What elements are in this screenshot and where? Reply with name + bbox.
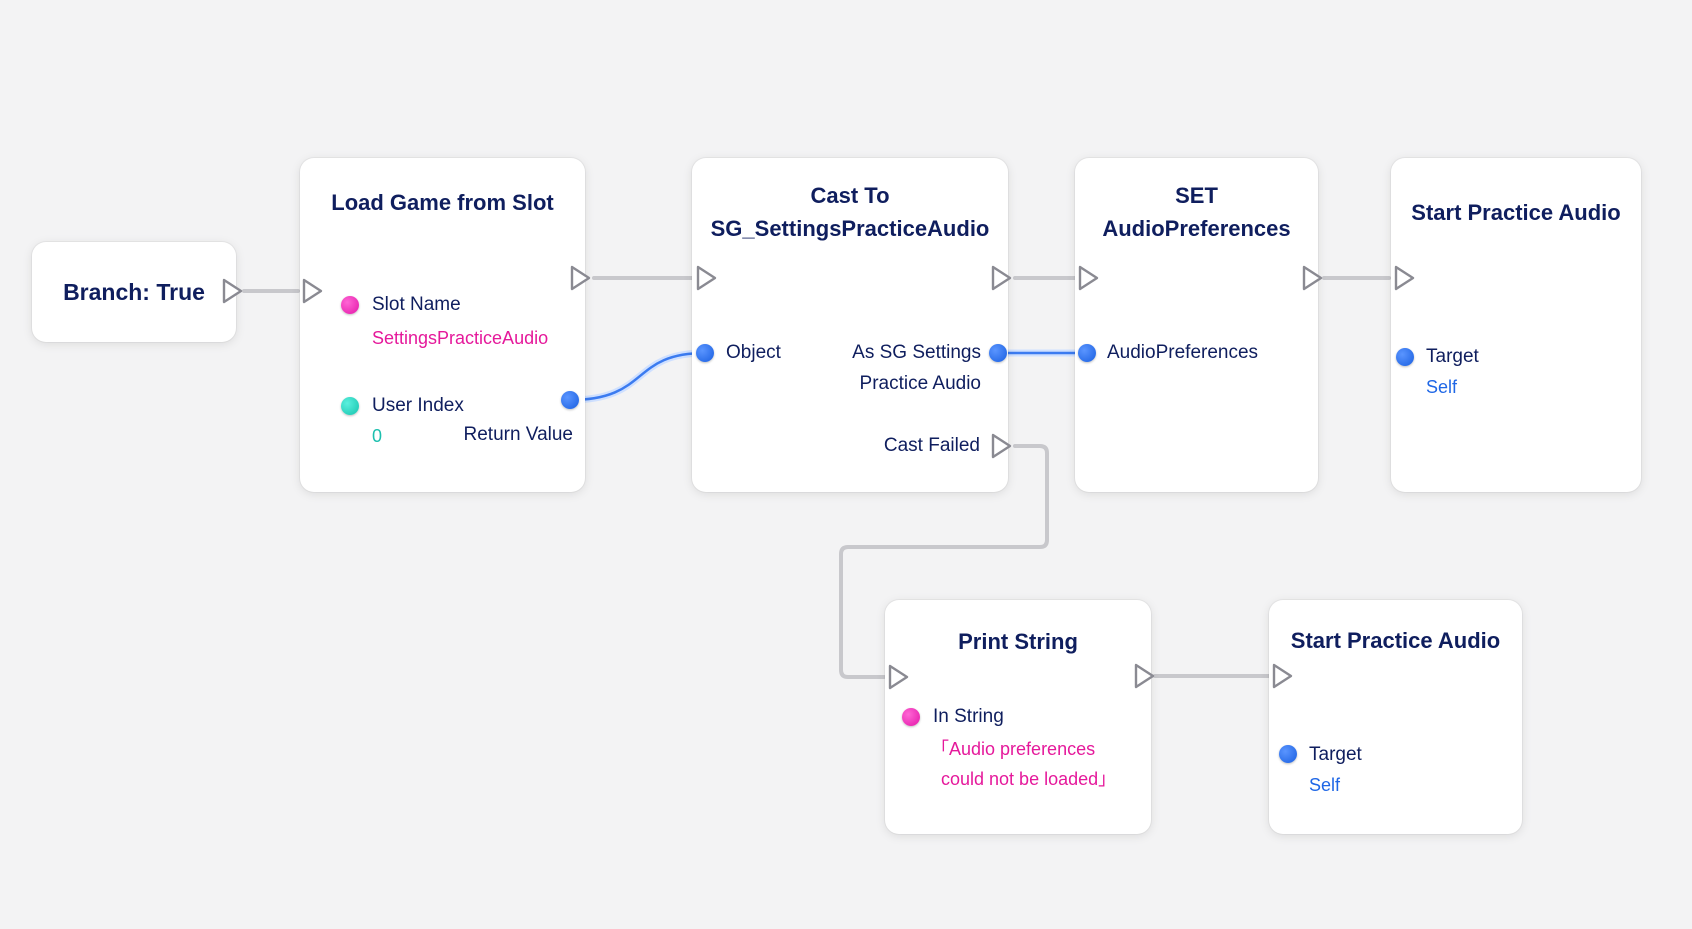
set-input-pin[interactable]	[1078, 344, 1096, 362]
in-string-label: In String	[933, 706, 1004, 727]
set-input-label: AudioPreferences	[1107, 342, 1259, 363]
user-index-label: User Index	[372, 395, 464, 416]
cast-object-label: Object	[726, 342, 781, 363]
set-exec-in-pin[interactable]	[1074, 263, 1102, 293]
cast-exec-in-pin[interactable]	[692, 263, 720, 293]
cast-node[interactable]: Cast To SG_SettingsPracticeAudio Object …	[692, 158, 1008, 492]
data-wire-return-to-object-core	[568, 351, 707, 402]
in-string-pin[interactable]	[902, 708, 920, 726]
return-value-pin[interactable]	[561, 391, 579, 409]
load-game-title: Load Game from Slot	[331, 190, 554, 215]
cast-as-label-line1: As SG Settings	[852, 342, 981, 363]
print-string-exec-in-pin[interactable]	[884, 662, 912, 692]
start-audio-2-target-label: Target	[1309, 744, 1362, 765]
cast-failed-label: Cast Failed	[883, 435, 980, 456]
slot-name-value[interactable]: SettingsPracticeAudio	[372, 328, 549, 348]
start-audio-1-target-label: Target	[1426, 346, 1479, 367]
cast-title-line2: SG_SettingsPracticeAudio	[710, 216, 990, 241]
start-audio-1-title: Start Practice Audio	[1411, 200, 1621, 225]
set-title-line1: SET	[1175, 183, 1218, 208]
start-audio-2-target-pin[interactable]	[1279, 745, 1297, 763]
branch-exec-out-pin[interactable]	[218, 276, 246, 306]
load-game-node[interactable]: Load Game from Slot Slot Name SettingsPr…	[300, 158, 585, 492]
user-index-pin[interactable]	[341, 397, 359, 415]
branch-node[interactable]: Branch: True	[32, 242, 236, 342]
data-wire-return-to-object	[566, 349, 709, 404]
set-exec-out-pin[interactable]	[1298, 263, 1326, 293]
start-practice-audio-node-1[interactable]: Start Practice Audio Target Self	[1391, 158, 1641, 492]
start-audio-1-target-value[interactable]: Self	[1426, 377, 1458, 397]
cast-as-pin[interactable]	[989, 344, 1007, 362]
print-string-exec-out-pin[interactable]	[1130, 661, 1158, 691]
start-audio-2-exec-in-pin[interactable]	[1268, 661, 1296, 691]
print-string-title: Print String	[958, 629, 1078, 654]
load-game-exec-in-pin[interactable]	[298, 276, 326, 306]
slot-name-pin[interactable]	[341, 296, 359, 314]
slot-name-label: Slot Name	[372, 294, 461, 315]
cast-as-label-line2: Practice Audio	[859, 373, 981, 394]
in-string-value-line2[interactable]: could not be loaded」	[941, 769, 1117, 789]
user-index-value[interactable]: 0	[372, 426, 383, 446]
start-audio-2-title: Start Practice Audio	[1290, 628, 1501, 653]
print-string-node[interactable]: Print String In String 「Audio preference…	[885, 600, 1151, 834]
set-title-line2: AudioPreferences	[1102, 216, 1291, 241]
return-value-label: Return Value	[463, 424, 574, 445]
start-audio-2-target-value[interactable]: Self	[1309, 775, 1341, 795]
in-string-value-line1[interactable]: 「Audio preferences	[931, 739, 1096, 759]
start-audio-1-target-pin[interactable]	[1396, 348, 1414, 366]
start-practice-audio-node-2[interactable]: Start Practice Audio Target Self	[1269, 600, 1522, 834]
cast-failed-exec-pin[interactable]	[987, 431, 1015, 461]
set-audio-prefs-node[interactable]: SET AudioPreferences AudioPreferences	[1075, 158, 1318, 492]
load-game-exec-out-pin[interactable]	[566, 263, 594, 293]
start-audio-1-exec-in-pin[interactable]	[1390, 263, 1418, 293]
branch-title: Branch: True	[63, 279, 205, 305]
cast-exec-out-pin[interactable]	[987, 263, 1015, 293]
cast-object-pin[interactable]	[696, 344, 714, 362]
cast-title-line1: Cast To	[810, 183, 890, 208]
